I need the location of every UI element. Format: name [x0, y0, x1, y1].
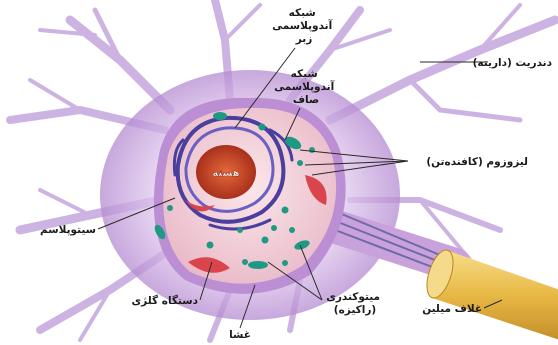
cytoplasm-label: سیتوپلاسم — [40, 224, 96, 236]
myelin-sheath — [422, 247, 558, 340]
lysosome-label: لیزوزوم (کافنده‌تن) — [426, 156, 528, 168]
nucleus-label: هسته — [212, 168, 239, 179]
svg-text:شبکه آندوپلاسمی زب: شبکه آندوپلاسمی زبر — [272, 7, 336, 45]
rough-er-label-line-1: شبکه — [289, 7, 316, 19]
smooth-er-label-line-2: آندوپلاسمی — [274, 80, 334, 93]
smooth-er-label-line-3: صاف — [293, 94, 319, 106]
rough-er-label-line-3: زبر — [295, 33, 313, 45]
golgi-label: دستگاه گلژی — [132, 294, 199, 307]
mitochondria-label-line-2: (راکیزه) — [334, 304, 376, 316]
svg-text:میتوکندری (راکیزه): میتوکندری (راکیزه) — [326, 291, 383, 316]
rough-er-label-line-2: آندوپلاسمی — [272, 19, 332, 32]
dendrite-label: دندریت (دارینه) — [473, 57, 553, 69]
mitochondria-label-line-1: میتوکندری — [326, 291, 380, 303]
smooth-er-label-line-1: شبکه — [291, 68, 318, 80]
myelin-label: غلاف میلین — [422, 303, 482, 315]
membrane-label: غشا — [229, 329, 251, 341]
